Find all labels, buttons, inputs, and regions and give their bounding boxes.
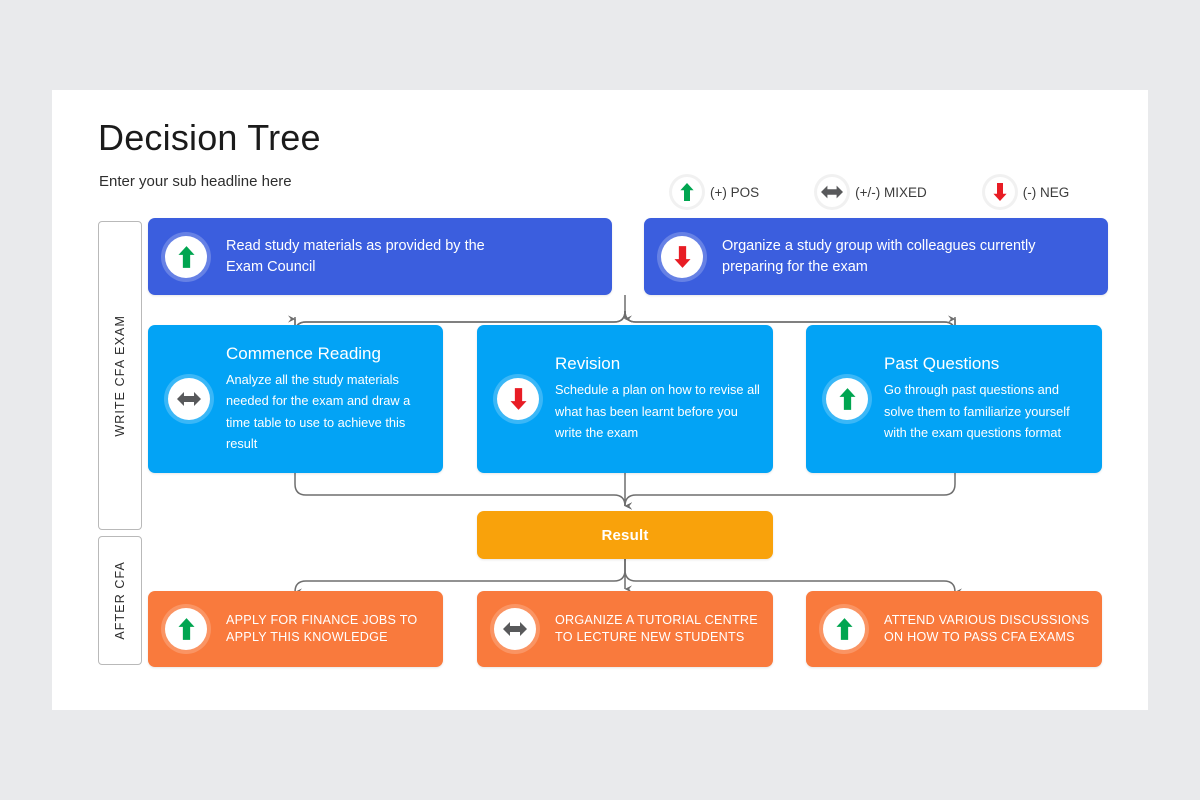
arrow-left-right-icon — [168, 378, 210, 420]
arrow-down-icon — [984, 177, 1015, 207]
rail-after-cfa: AFTER CFA — [98, 536, 142, 665]
node-apply-finance-jobs[interactable]: APPLY FOR FINANCE JOBS TO APPLY THIS KNO… — [148, 591, 443, 667]
arrow-up-icon — [826, 378, 868, 420]
node-text-line1: ORGANIZE A TUTORIAL CENTRE — [555, 612, 758, 627]
node-text-line1: Organize a study group with colleagues c… — [722, 237, 1036, 254]
arrow-up-icon — [672, 177, 702, 207]
node-result-label: Result — [601, 526, 649, 544]
node-read-study-materials[interactable]: Read study materials as provided by the … — [148, 218, 612, 295]
node-body: Schedule a plan on how to revise all wha… — [555, 382, 760, 441]
node-revision[interactable]: Revision Schedule a plan on how to revis… — [477, 325, 773, 473]
arrow-up-icon — [165, 608, 207, 650]
node-past-questions[interactable]: Past Questions Go through past questions… — [806, 325, 1102, 473]
node-organize-study-group-text: Organize a study group with colleagues c… — [722, 236, 1036, 277]
node-text-line1: APPLY FOR FINANCE JOBS TO — [226, 612, 418, 627]
page-subtitle: Enter your sub headline here — [99, 173, 292, 190]
node-organize-tutorial-centre-text: ORGANIZE A TUTORIAL CENTRE TO LECTURE NE… — [555, 612, 758, 647]
node-past-questions-text: Past Questions Go through past questions… — [884, 354, 1092, 443]
arrow-up-icon — [165, 235, 207, 278]
arrow-down-icon — [661, 235, 703, 278]
node-title: Revision — [555, 354, 621, 374]
node-organize-study-group[interactable]: Organize a study group with colleagues c… — [644, 218, 1108, 295]
node-commence-reading[interactable]: Commence Reading Analyze all the study m… — [148, 325, 443, 473]
node-apply-finance-jobs-text: APPLY FOR FINANCE JOBS TO APPLY THIS KNO… — [226, 612, 417, 647]
legend-item-pos: (+) POS — [672, 177, 759, 207]
slide-canvas: Decision Tree Enter your sub headline he… — [52, 90, 1148, 710]
node-body: Analyze all the study materials needed f… — [226, 371, 411, 451]
node-attend-discussions-text: ATTEND VARIOUS DISCUSSIONS ON HOW TO PAS… — [884, 612, 1089, 647]
node-text-line2: preparing for the exam — [722, 258, 868, 275]
legend: (+) POS (+/-) MIXED (-) NEG — [672, 177, 1069, 207]
rail-label-after-cfa: AFTER CFA — [113, 561, 127, 640]
arrow-left-right-icon — [494, 608, 536, 650]
legend-item-mixed: (+/-) MIXED — [817, 177, 927, 207]
node-body: Go through past questions and solve them… — [884, 382, 1070, 441]
node-organize-tutorial-centre[interactable]: ORGANIZE A TUTORIAL CENTRE TO LECTURE NE… — [477, 591, 773, 667]
node-text-line2: Exam Council — [226, 258, 316, 275]
node-title: Past Questions — [884, 354, 1000, 374]
legend-label-pos: (+) POS — [710, 184, 760, 200]
node-revision-text: Revision Schedule a plan on how to revis… — [555, 354, 763, 443]
arrow-down-icon — [497, 378, 539, 420]
arrow-left-right-icon — [817, 177, 848, 207]
legend-item-neg: (-) NEG — [984, 177, 1070, 207]
node-text-line1: ATTEND VARIOUS DISCUSSIONS — [884, 612, 1090, 627]
node-result[interactable]: Result — [477, 511, 773, 559]
node-attend-discussions[interactable]: ATTEND VARIOUS DISCUSSIONS ON HOW TO PAS… — [806, 591, 1102, 667]
rail-label-write-cfa-exam: WRITE CFA EXAM — [113, 314, 127, 437]
node-commence-reading-text: Commence Reading Analyze all the study m… — [226, 344, 433, 455]
legend-label-mixed: (+/-) MIXED — [855, 184, 927, 200]
node-read-study-materials-text: Read study materials as provided by the … — [226, 236, 485, 277]
arrow-up-icon — [823, 608, 865, 650]
node-title: Commence Reading — [226, 343, 381, 363]
node-text-line1: Read study materials as provided by the — [226, 237, 485, 254]
legend-label-neg: (-) NEG — [1022, 184, 1070, 200]
node-text-line2: TO LECTURE NEW STUDENTS — [555, 630, 745, 644]
node-text-line2: ON HOW TO PASS CFA EXAMS — [884, 630, 1075, 644]
page-title: Decision Tree — [98, 117, 321, 158]
rail-write-cfa-exam: WRITE CFA EXAM — [98, 221, 142, 530]
node-text-line2: APPLY THIS KNOWLEDGE — [226, 630, 388, 644]
